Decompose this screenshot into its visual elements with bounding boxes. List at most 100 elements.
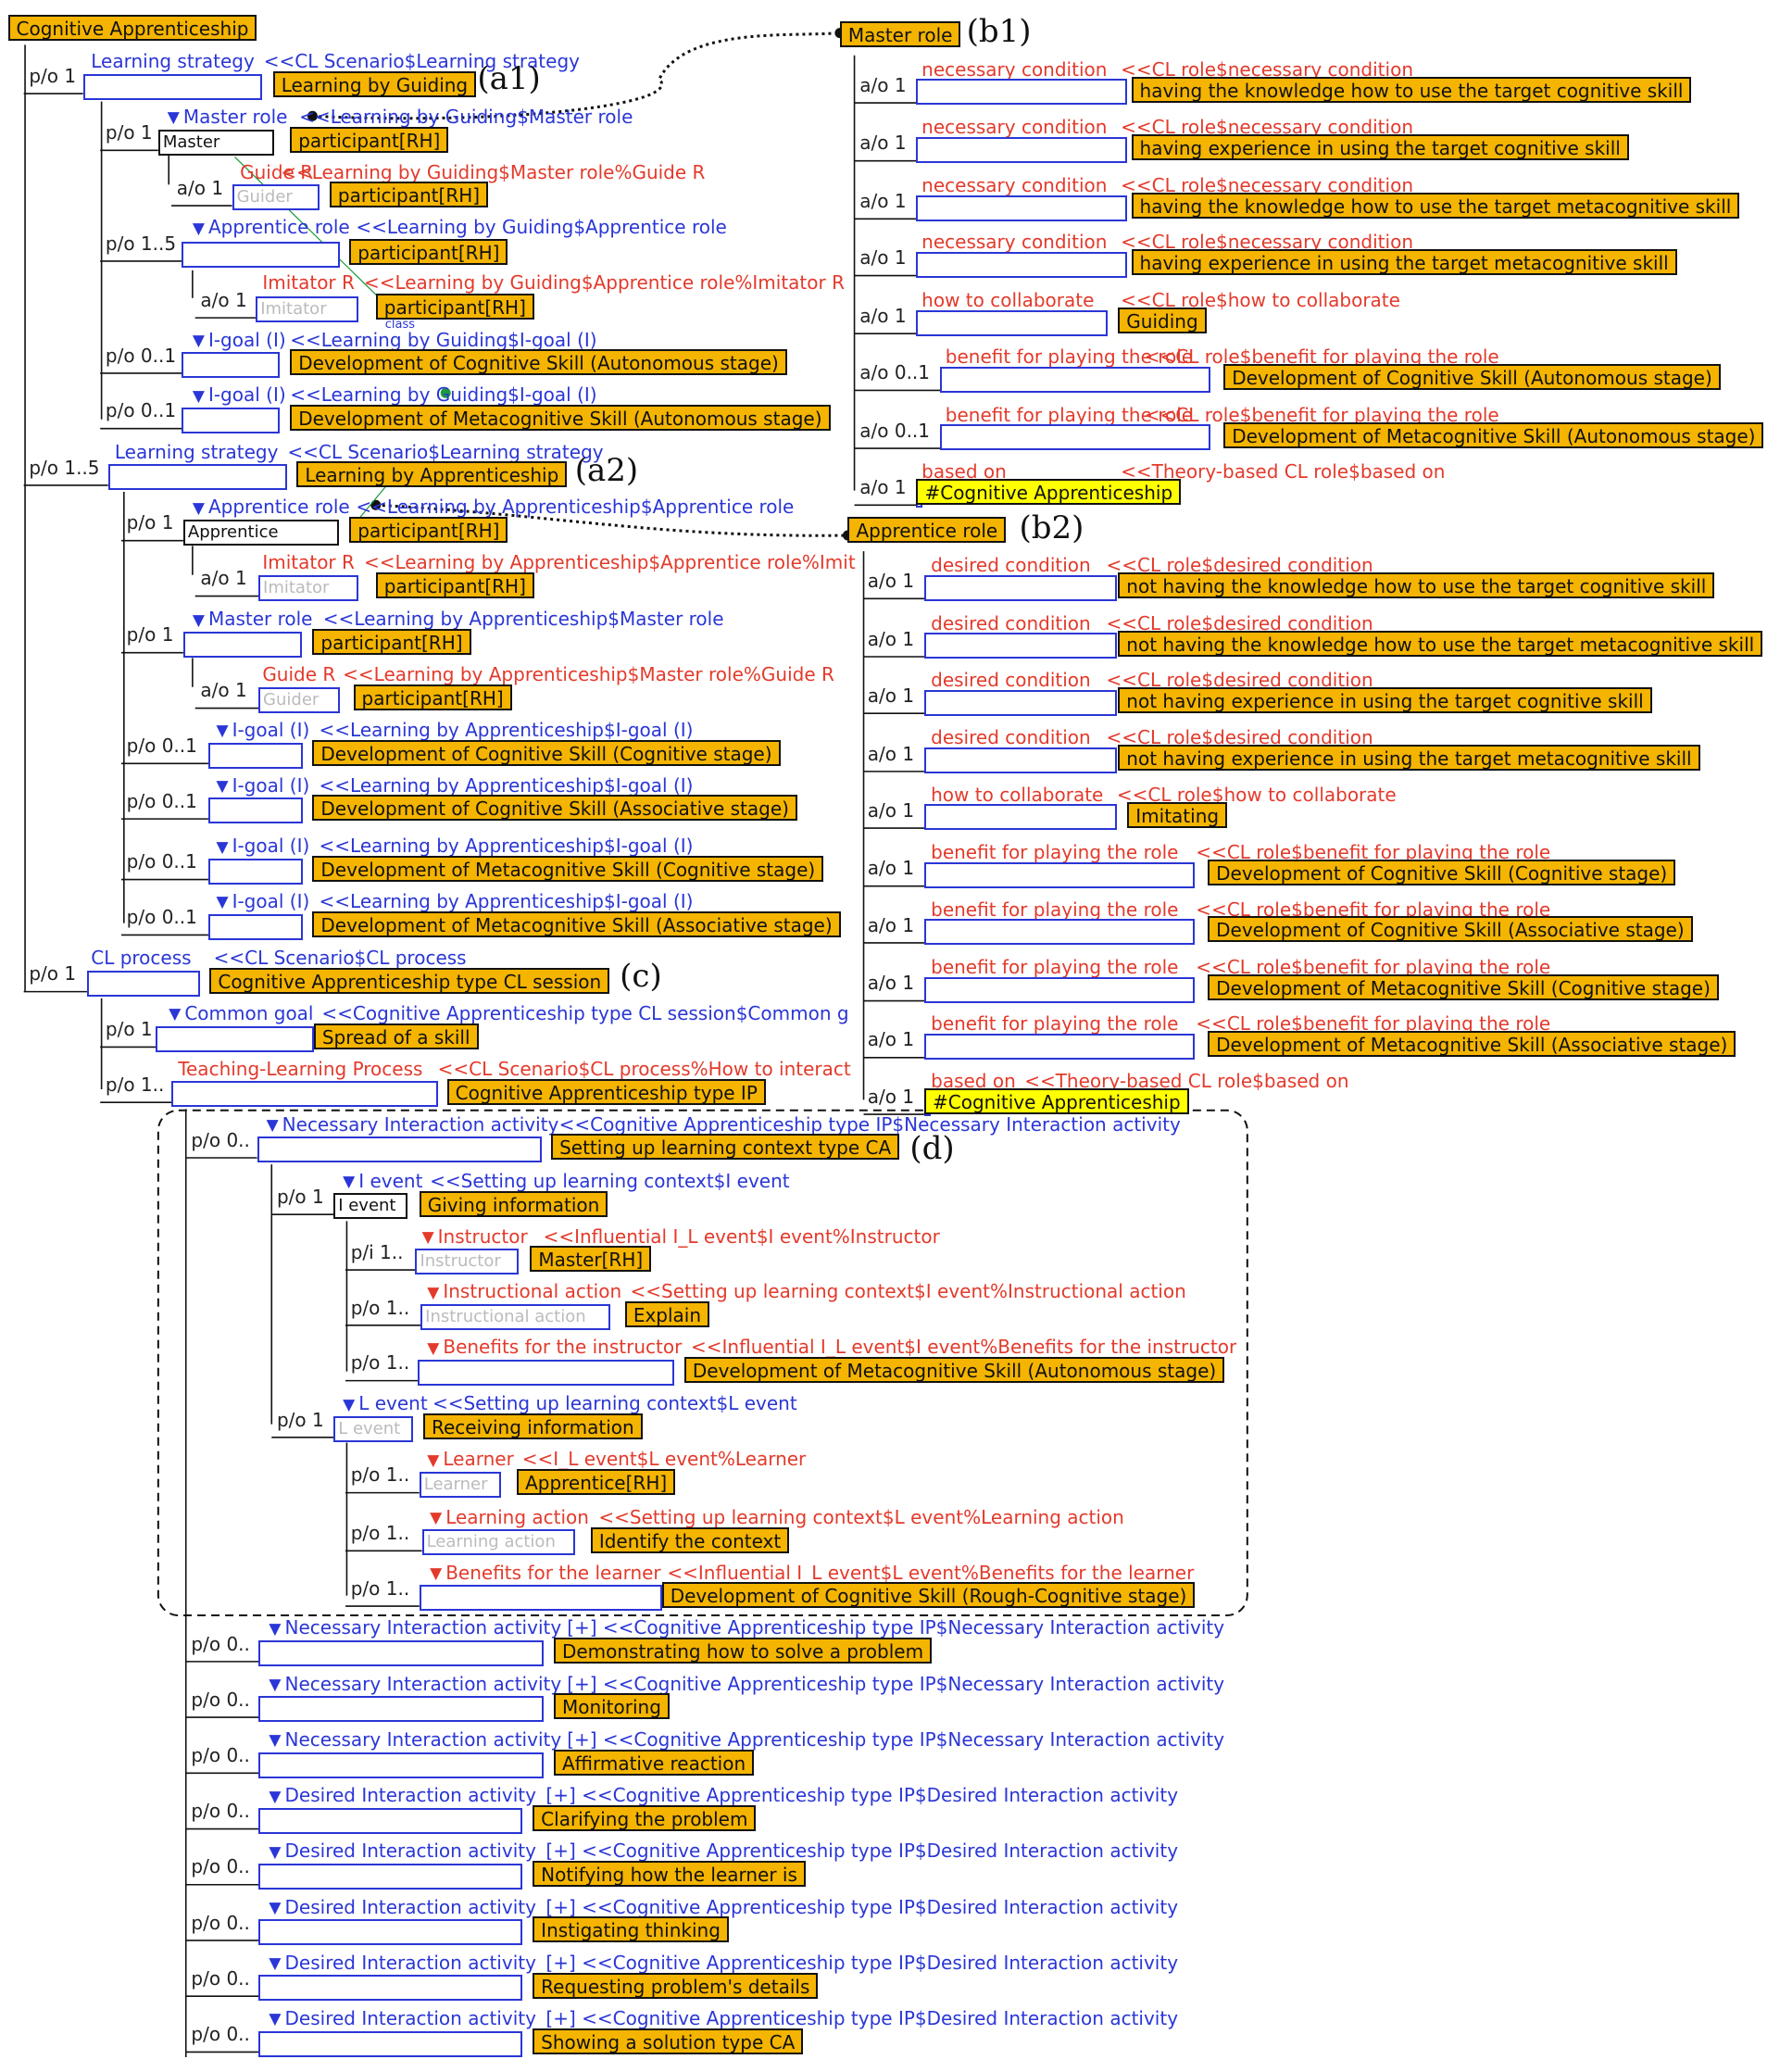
apprentice_role-slots-3-label[interactable]: desired condition [931, 726, 1091, 749]
left_tree-instructor-value[interactable]: Master[RH] [530, 1246, 652, 1273]
left_tree-ls2_igoal_1-value[interactable]: Development of Cognitive Skill (Cognitiv… [312, 739, 781, 766]
left_tree-nia_main-slot[interactable] [257, 1136, 543, 1163]
master_role-slots-6-slot[interactable] [940, 424, 1210, 451]
left_tree-ls2_master-expand-icon[interactable]: ▼ [192, 610, 205, 630]
master_role-slots-5-slot[interactable] [940, 366, 1210, 393]
left_tree-tlp-value[interactable]: Cognitive Apprenticeship type IP [446, 1078, 766, 1105]
apprentice_role-slots-8-slot[interactable] [924, 1034, 1195, 1061]
left_tree-ls1_igoal_1-slot[interactable] [182, 352, 280, 379]
left_tree-l_event-slot[interactable]: L event [333, 1416, 413, 1443]
apprentice_role-slots-4-slot[interactable] [924, 804, 1117, 831]
activities-3-expand-icon[interactable]: ▼ [269, 1787, 282, 1806]
left_tree-cl_process-slot[interactable] [86, 970, 201, 997]
apprentice_role-slots-3-slot[interactable] [924, 747, 1117, 774]
left_tree-i_event-value[interactable]: Giving information [419, 1190, 608, 1217]
master_role-slots-7-value[interactable]: #Cognitive Apprenticeship [916, 478, 1182, 505]
left_tree-learn_benefit-expand-icon[interactable]: ▼ [430, 1564, 443, 1584]
left_tree-ls1_igoal_2-slot[interactable] [182, 407, 280, 433]
left_tree-instr_action-label[interactable]: Instructional action [443, 1280, 622, 1303]
left_tree-instr_benefit-expand-icon[interactable]: ▼ [427, 1338, 440, 1358]
left_tree-ls1_master-label[interactable]: Master role [182, 105, 288, 128]
apprentice_role-slots-3-value[interactable]: not having experience in using the targe… [1118, 745, 1700, 772]
left_tree-learning_strategy_1-value[interactable]: Learning by Guiding [272, 70, 477, 97]
left_tree-instr_action-value[interactable]: Explain [624, 1301, 710, 1328]
apprentice_role-slots-4-value[interactable]: Imitating [1127, 801, 1228, 828]
apprentice_role-slots-2-slot[interactable] [924, 689, 1117, 716]
activities-6-value[interactable]: Requesting problem's details [533, 1972, 819, 1999]
left_tree-nia_main-value[interactable]: Setting up learning context type CA [551, 1134, 900, 1161]
master_role-slots-3-slot[interactable] [916, 251, 1128, 278]
master_role-slots-3-label[interactable]: necessary condition [921, 231, 1108, 254]
left_tree-tlp-label[interactable]: Teaching-Learning Process [178, 1057, 423, 1080]
activities-7-label[interactable]: Desired Interaction activity [284, 2007, 536, 2030]
left_tree-i_event-expand-icon[interactable]: ▼ [343, 1173, 356, 1192]
apprentice_role-slots-7-value[interactable]: Development of Metacognitive Skill (Cogn… [1208, 974, 1719, 1001]
apprentice_role-slots-6-label[interactable]: benefit for playing the role [931, 898, 1179, 921]
master_role-slots-0-value[interactable]: having the knowledge how to use the targ… [1131, 76, 1692, 103]
left_tree-ls2_master-slot[interactable] [182, 631, 303, 658]
left_tree-ls1_imitator-label[interactable]: Imitator R [262, 271, 355, 295]
left_tree-common_goal-expand-icon[interactable]: ▼ [169, 1005, 182, 1024]
activities-6-slot[interactable] [258, 1975, 522, 2002]
left_tree-learner-slot[interactable]: Learner [419, 1471, 501, 1498]
left_tree-ls2_igoal_2-expand-icon[interactable]: ▼ [216, 777, 229, 797]
master_role-slots-5-label[interactable]: benefit for playing the role [945, 345, 1194, 368]
left_tree-instr_benefit-label[interactable]: Benefits for the instructor [443, 1336, 683, 1359]
left_tree-ls2_imitator-slot[interactable]: Imitator [258, 574, 359, 601]
left_tree-ls1_imitator-slot[interactable]: Imitator [256, 296, 359, 323]
apprentice_role-slots-8-value[interactable]: Development of Metacognitive Skill (Asso… [1208, 1031, 1736, 1058]
activities-2-expand-icon[interactable]: ▼ [269, 1731, 282, 1751]
activities-7-slot[interactable] [258, 2030, 522, 2057]
left_tree-instr_benefit-slot[interactable] [418, 1359, 674, 1386]
left_tree-ls2_igoal_3-label[interactable]: I-goal (I) [232, 835, 310, 858]
activities-4-value[interactable]: Notifying how the learner is [533, 1861, 806, 1888]
left_tree-instructor-slot[interactable]: Instructor [415, 1249, 519, 1275]
left_tree-ls1_imitator-value[interactable]: participant[RH] [375, 294, 534, 320]
left_tree-learning_strategy_2-value[interactable]: Learning by Apprenticeship [296, 461, 568, 488]
activities-4-slot[interactable] [258, 1863, 522, 1890]
left_tree-ls2_imitator-label[interactable]: Imitator R [262, 551, 355, 574]
left_tree-learner-label[interactable]: Learner [443, 1448, 514, 1471]
activities-6-label[interactable]: Desired Interaction activity [284, 1951, 536, 1974]
left_tree-learn_benefit-slot[interactable] [419, 1585, 662, 1612]
activities-0-slot[interactable] [258, 1640, 544, 1667]
activities-5-value[interactable]: Instigating thinking [533, 1916, 729, 1943]
activities-1-value[interactable]: Monitoring [553, 1693, 670, 1720]
activities-7-value[interactable]: Showing a solution type CA [533, 2028, 804, 2054]
apprentice_role-slots-2-value[interactable]: not having experience in using the targe… [1118, 686, 1652, 713]
activities-3-value[interactable]: Clarifying the problem [533, 1804, 757, 1831]
apprentice_role-slots-7-label[interactable]: benefit for playing the role [931, 956, 1179, 979]
left_tree-ls2_guide-value[interactable]: participant[RH] [353, 684, 512, 710]
master_role-slots-5-value[interactable]: Development of Cognitive Skill (Autonomo… [1223, 363, 1721, 390]
apprentice_role-slots-6-value[interactable]: Development of Cognitive Skill (Associat… [1208, 916, 1693, 943]
left_tree-ls2_guide-slot[interactable]: Guider [258, 686, 341, 713]
left_tree-ls1_apprentice-slot[interactable] [182, 241, 341, 268]
left_tree-nia_main-label[interactable]: Necessary Interaction activity [282, 1112, 559, 1136]
master_role-slots-2-slot[interactable] [916, 195, 1128, 221]
left_tree-common_goal-label[interactable]: Common goal [184, 1002, 314, 1024]
left_tree-i_event-slot[interactable]: I event [333, 1193, 407, 1220]
left_tree-ls2_apprentice-slot[interactable]: Apprentice [182, 519, 339, 546]
left_tree-ls2_apprentice-label[interactable]: Apprentice role [207, 496, 350, 519]
root-title[interactable]: Cognitive Apprenticeship [7, 14, 257, 41]
left_tree-ls2_igoal_3-expand-icon[interactable]: ▼ [216, 837, 229, 857]
left_tree-learning_strategy_1-label[interactable]: Learning strategy [91, 50, 255, 73]
left_tree-ls2_igoal_4-value[interactable]: Development of Metacognitive Skill (Asso… [312, 910, 841, 937]
left_tree-ls2_igoal_1-label[interactable]: I-goal (I) [232, 718, 310, 741]
left_tree-ls2_igoal_2-value[interactable]: Development of Cognitive Skill (Associat… [312, 795, 797, 822]
left_tree-ls1_guide-slot[interactable]: Guider [232, 184, 320, 211]
left_tree-common_goal-slot[interactable] [155, 1025, 314, 1052]
left_tree-ls2_apprentice-value[interactable]: participant[RH] [349, 517, 508, 544]
apprentice_role-slots-8-label[interactable]: benefit for playing the role [931, 1012, 1179, 1036]
left_tree-ls2_imitator-value[interactable]: participant[RH] [375, 571, 534, 598]
left_tree-ls1_master-value[interactable]: participant[RH] [290, 126, 449, 153]
apprentice_role-slots-1-slot[interactable] [924, 633, 1117, 659]
left_tree-instr_action-expand-icon[interactable]: ▼ [427, 1283, 440, 1302]
master_role-slots-4-slot[interactable] [916, 309, 1108, 336]
apprentice_role-slots-6-slot[interactable] [924, 919, 1195, 946]
master_role-slots-0-slot[interactable] [916, 79, 1128, 106]
left_tree-ls2_igoal_1-slot[interactable] [207, 742, 304, 769]
activities-1-label[interactable]: Necessary Interaction activity [284, 1672, 562, 1695]
apprentice_role-slots-5-value[interactable]: Development of Cognitive Skill (Cognitiv… [1208, 860, 1676, 886]
master_role-slots-1-value[interactable]: having experience in using the target co… [1131, 134, 1629, 161]
